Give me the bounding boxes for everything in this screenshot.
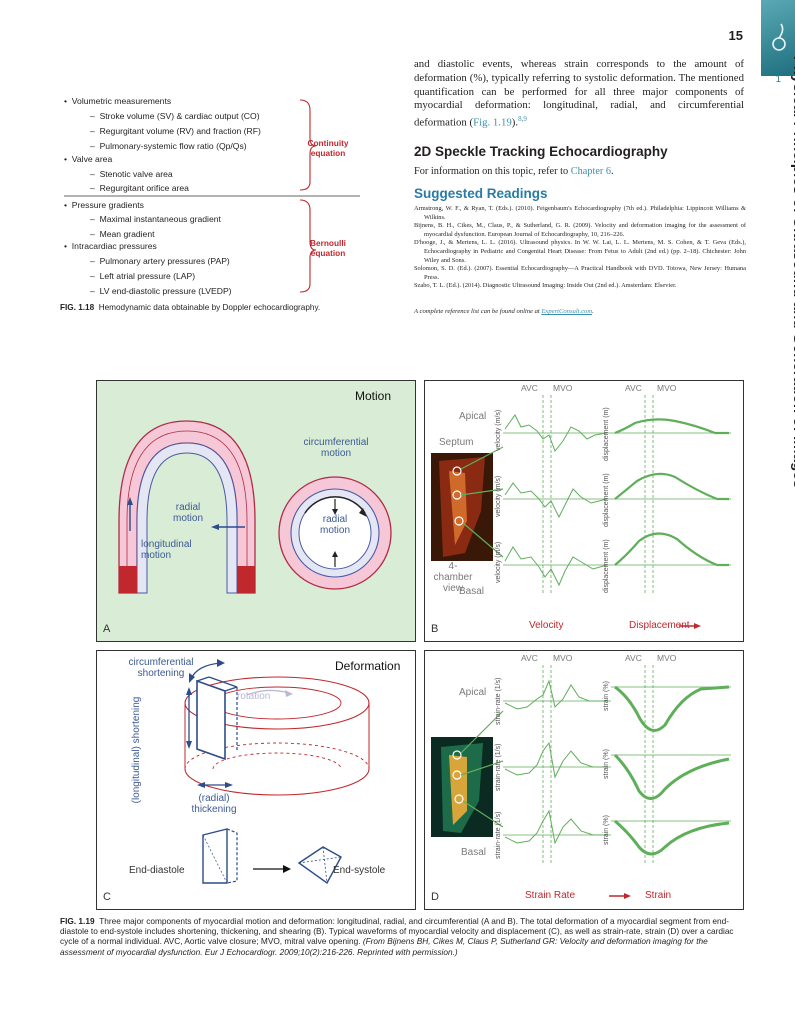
apical-label: Apical: [459, 687, 487, 698]
motion-diagram: [118, 420, 392, 594]
readings-heading: Suggested Readings: [414, 186, 548, 201]
circumferential-motion-label: circumferential motion: [303, 437, 369, 459]
expertconsult-link[interactable]: ExpertConsult.com: [541, 308, 593, 315]
mvo-label-2: MVO: [657, 383, 677, 393]
list-item: – Left atrial pressure (LAP): [90, 271, 196, 281]
displacement-axis-label: displacement (m): [603, 539, 610, 593]
speckle-heading: 2D Speckle Tracking Echocardiography: [414, 144, 668, 159]
radial-thickening-label: (radial) thickening: [191, 793, 237, 815]
strain-rate-footer-label: Strain Rate: [525, 890, 576, 901]
deformation-diagram: [184, 659, 370, 885]
reference-list: Armstrong, W. F., & Ryan, T. (Eds.). (20…: [414, 205, 746, 291]
panel-d-letter: D: [431, 891, 439, 903]
list-item: – Maximal instantaneous gradient: [90, 214, 221, 224]
circumferential-shortening-label: circumferential shortening: [128, 657, 194, 679]
reference-item: Bijnens, B. H., Cikes, M., Claus, P., & …: [414, 222, 746, 238]
list-item: – Pulmonary artery pressures (PAP): [90, 256, 230, 266]
mvo-label: MVO: [553, 383, 573, 393]
chapter-tab-image: [761, 0, 795, 76]
fig-link[interactable]: Fig. 1.19: [473, 116, 512, 129]
speckle-text: For information on this topic, refer to …: [414, 166, 614, 177]
velocity-axis-label: velocity (m/s): [495, 409, 502, 451]
septum-label: Septum: [439, 437, 474, 448]
displacement-footer-label: Displacement: [629, 620, 690, 631]
list-item: • Valve area: [64, 154, 113, 164]
logo-icon: [772, 23, 786, 51]
reference-item: Solomon, S. D. (Ed.). (2007). Essential …: [414, 265, 746, 281]
velocity-axis-label: velocity (m/s): [495, 541, 502, 583]
strain-rate-axis-label: strain-rate (1/s): [495, 677, 502, 725]
list-item: – Mean gradient: [90, 229, 155, 239]
chapter-title: Physical Principles of Ultrasound and Ge…: [790, 55, 795, 489]
avc-label: AVC: [521, 653, 538, 663]
basal-label: Basal: [461, 847, 487, 858]
strain-rate-strain-plots: [431, 665, 731, 899]
strain-rate-axis-label: strain-rate (1/s): [495, 811, 502, 859]
avc-label: AVC: [521, 383, 538, 393]
list-item: – LV end-diastolic pressure (LVEDP): [90, 286, 232, 296]
brace-lines: [64, 99, 360, 293]
panel-a-title: Motion: [355, 389, 392, 403]
chapter-number: 1: [775, 74, 781, 85]
list-item: – Stroke volume (SV) & cardiac output (C…: [90, 111, 260, 121]
strain-axis-label: strain (%): [603, 681, 610, 711]
panel-b-letter: B: [431, 623, 439, 635]
velocity-footer-label: Velocity: [529, 620, 564, 631]
radial-motion-left-label: radial motion: [172, 502, 203, 524]
fig-1-18-caption: FIG. 1.18 Hemodynamic data obtainable by…: [60, 303, 321, 312]
radial-motion-right-label: radial motion: [319, 514, 350, 536]
panel-b-velocity-displacement: AVC MVO AVC MVO Apical Septum 4-chamber …: [424, 380, 744, 642]
displacement-axis-label: displacement (m): [603, 407, 610, 461]
longitudinal-shortening-label: (longitudinal) shortening: [131, 696, 142, 804]
panel-a-motion: Motion circumferential motion radial mot…: [96, 380, 416, 642]
panel-c-letter: C: [103, 891, 111, 903]
reference-item: D'hooge, J., & Mertens, L. L. (2016). Ul…: [414, 239, 746, 264]
longitudinal-motion-label: longitudinal motion: [141, 539, 192, 561]
fig-1-18: • Volumetric measurements – Stroke volum…: [60, 96, 360, 296]
apical-label: Apical: [459, 411, 487, 422]
reference-note: A complete reference list can be found o…: [414, 308, 594, 315]
basal-label: Basal: [459, 586, 485, 597]
list-item: • Intracardiac pressures: [64, 241, 157, 251]
strain-axis-label: strain (%): [603, 749, 610, 779]
list-item: – Regurgitant volume (RV) and fraction (…: [90, 126, 261, 136]
panel-c-deformation: Deformation circumferential shortening r…: [96, 650, 416, 910]
four-chamber-view-label: 4-chamber view: [433, 561, 473, 594]
list-item: • Volumetric measurements: [64, 96, 172, 106]
fig-1-19-caption: FIG. 1.19 Three major components of myoc…: [60, 916, 734, 957]
end-systole-label: End-systole: [333, 865, 386, 876]
list-item: – Pulmonary-systemic flow ratio (Qp/Qs): [90, 141, 247, 151]
mvo-label-2: MVO: [657, 653, 677, 663]
list-item: • Pressure gradients: [64, 200, 144, 210]
strain-footer-label: Strain: [645, 890, 672, 901]
chapter-link[interactable]: Chapter 6: [570, 166, 612, 177]
avc-label-2: AVC: [625, 653, 642, 663]
continuity-equation-label: Continuity equation: [307, 138, 349, 158]
rotation-label: rotation: [237, 691, 271, 702]
displacement-axis-label: displacement (m): [603, 473, 610, 527]
panel-c-title: Deformation: [335, 659, 401, 673]
strain-rate-axis-label: strain-rate (1/s): [495, 743, 502, 791]
reference-item: Szabo, T. L. (Ed.). (2014). Diagnostic U…: [414, 282, 677, 290]
list-item: – Stenotic valve area: [90, 169, 173, 179]
velocity-displacement-plots: [431, 395, 731, 629]
list-item: – Regurgitant orifice area: [90, 183, 189, 193]
page-number: 15: [728, 28, 743, 43]
avc-label-2: AVC: [625, 383, 642, 393]
panel-a-letter: A: [103, 623, 111, 635]
bernoulli-equation-label: Bernoulli equation: [310, 238, 346, 258]
panel-d-strain: AVC MVO AVC MVO Apical Basal strain-rate…: [424, 650, 744, 910]
mvo-label: MVO: [553, 653, 573, 663]
body-paragraph: and diastolic events, whereas strain cor…: [414, 58, 744, 129]
strain-axis-label: strain (%): [603, 815, 610, 845]
velocity-axis-label: velocity (m/s): [495, 475, 502, 517]
end-diastole-label: End-diastole: [129, 865, 185, 876]
reference-item: Armstrong, W. F., & Ryan, T. (Eds.). (20…: [414, 205, 746, 221]
